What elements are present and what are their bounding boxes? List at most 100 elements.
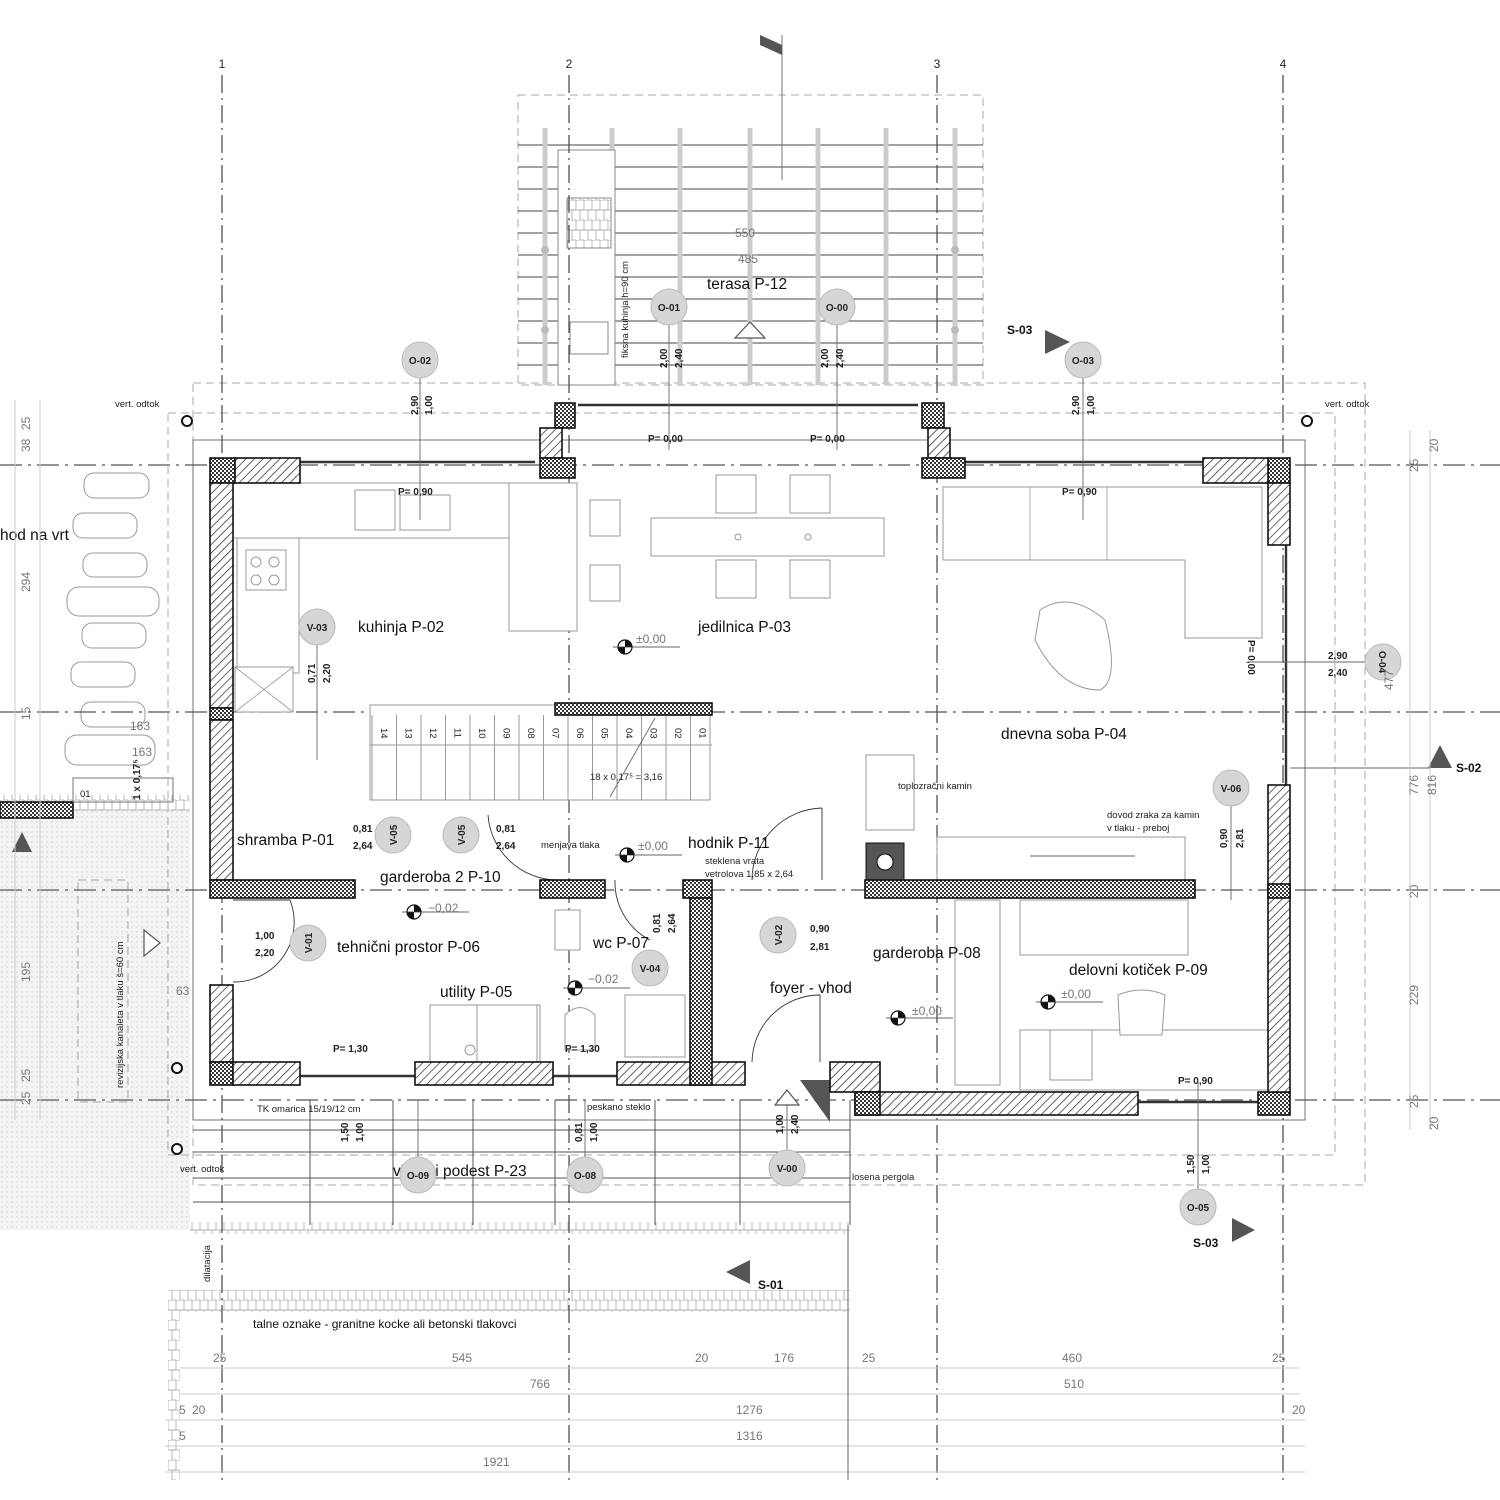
svg-text:2,40: 2,40 <box>835 348 846 368</box>
tag-v-06: V-06 <box>1212 769 1250 807</box>
stair-formula: 18 x 0,17⁵ = 3,16 <box>590 772 662 783</box>
room-label-hodnik: hodnik P-11 <box>688 835 770 852</box>
doors <box>232 807 830 1122</box>
svg-text:2,40: 2,40 <box>674 348 685 368</box>
svg-text:O-05: O-05 <box>1187 1203 1210 1214</box>
room-label-garderoba-2: garderoba 2 P-10 <box>380 869 501 886</box>
room-label-foyer: foyer - vhod <box>770 980 852 997</box>
tag-o-01: O-01 <box>650 288 688 326</box>
tag-leaders <box>316 325 1430 1189</box>
svg-text:V-03: V-03 <box>307 623 328 634</box>
svg-text:2,00: 2,00 <box>820 348 831 368</box>
note-drain-2: vert. odtok <box>1325 399 1370 410</box>
svg-text:O-01: O-01 <box>658 303 681 314</box>
svg-text:O-04: O-04 <box>1376 651 1387 674</box>
north-flag-icon <box>760 35 782 55</box>
svg-text:0,81: 0,81 <box>652 913 663 933</box>
svg-text:1,00: 1,00 <box>255 931 275 942</box>
svg-text:1,00: 1,00 <box>775 1114 786 1134</box>
svg-text:V-02: V-02 <box>774 924 785 945</box>
svg-text:25: 25 <box>19 1091 33 1105</box>
stair-step-number: 02 <box>672 728 683 739</box>
stair-step-number: 11 <box>452 728 463 738</box>
svg-text:2,81: 2,81 <box>1235 828 1246 848</box>
svg-text:20: 20 <box>192 1403 206 1417</box>
svg-text:5: 5 <box>179 1403 186 1417</box>
note-drain-3: vert. odtok <box>180 1164 225 1175</box>
entrance-deck <box>193 1100 851 1225</box>
tag-o-04: O-04 <box>1364 643 1402 681</box>
stair-step-number: 06 <box>574 728 585 739</box>
opening-dimensions: 2,90 1,00 2,00 2,40 2,00 2,40 2,90 1,00 … <box>255 348 1348 1174</box>
note-fireplace: toplozračni kamin <box>898 781 972 792</box>
axis-label-3: 3 <box>934 57 941 71</box>
note-sandblasted-glass: peskano steklo <box>587 1102 650 1113</box>
svg-text:2,40: 2,40 <box>790 1114 801 1134</box>
tag-o-08: O-08 <box>566 1156 604 1194</box>
svg-text:20: 20 <box>1407 884 1421 898</box>
note-floor-change: menjava tlaka <box>541 840 600 851</box>
svg-text:1,00: 1,00 <box>589 1122 600 1142</box>
svg-text:O-00: O-00 <box>826 303 849 314</box>
dimension-texts: 550 485 25 38 294 15 163 163 195 25 25 6… <box>19 226 1441 1469</box>
svg-text:176: 176 <box>774 1351 794 1365</box>
svg-text:1,50: 1,50 <box>1186 1154 1197 1174</box>
tag-v-00: V-00 <box>768 1149 806 1187</box>
tag-v-05-a: V-05 <box>374 816 412 854</box>
svg-text:2,64: 2,64 <box>667 913 678 933</box>
terrace-deck <box>517 94 984 386</box>
stair-step-number: 07 <box>550 728 561 739</box>
svg-text:25: 25 <box>862 1351 876 1365</box>
section-s-02: S-02 <box>1456 761 1482 775</box>
note-channel: revizijska kanaleta v tlaku š=60 cm <box>115 941 126 1088</box>
room-label-vhod-na-vrt: hod na vrt <box>0 527 70 544</box>
drain-icons <box>171 415 1313 1155</box>
svg-text:V-04: V-04 <box>640 964 661 975</box>
tag-v-02: V-02 <box>759 916 797 954</box>
level-wardrobe: ±0,00 <box>912 1004 942 1018</box>
svg-text:2,90: 2,90 <box>1071 395 1082 415</box>
room-label-terasa: terasa P-12 <box>707 276 787 293</box>
stair-box-label: 01 <box>80 789 91 800</box>
level-wc: −0,02 <box>588 972 619 986</box>
svg-text:O-02: O-02 <box>409 356 432 367</box>
tag-o-03: O-03 <box>1064 341 1102 379</box>
svg-text:0,81: 0,81 <box>496 824 516 835</box>
paving-strip <box>168 1290 850 1312</box>
note-drain-1: vert. odtok <box>115 399 160 410</box>
furniture <box>232 474 1269 1091</box>
svg-text:O-08: O-08 <box>574 1171 597 1182</box>
stair-step-number: 03 <box>648 728 659 739</box>
note-glass-door-1: steklena vrata <box>705 856 765 867</box>
note-pergola: losena pergola <box>852 1172 915 1183</box>
svg-text:0,81: 0,81 <box>353 824 373 835</box>
svg-text:1,00: 1,00 <box>1086 395 1097 415</box>
note-air-supply-2: v tlaku - preboj <box>1107 823 1169 834</box>
section-arrow-icon <box>1045 330 1070 354</box>
svg-text:163: 163 <box>130 719 150 733</box>
opening-tags: O-02 O-01 O-00 O-03 O-04 V-03 V-05 V-05 … <box>289 288 1402 1226</box>
stair-step-number: 05 <box>599 728 610 739</box>
svg-text:20: 20 <box>1427 438 1441 452</box>
parapet-east: P= 0,00 <box>1245 640 1256 675</box>
paving-strip-side <box>168 1290 180 1480</box>
room-label-jedilnica: jedilnica P-03 <box>697 619 791 636</box>
parapet-terrace-1: P= 0,00 <box>648 434 683 445</box>
section-markers: S-03 S-02 S-03 S-01 <box>12 35 1482 1292</box>
note-paving: talne oznake - granitne kocke ali betons… <box>253 1317 516 1331</box>
svg-text:510: 510 <box>1064 1377 1084 1391</box>
section-arrow-icon <box>726 1260 750 1284</box>
svg-text:1316: 1316 <box>736 1429 763 1443</box>
tag-o-02: O-02 <box>401 341 439 379</box>
svg-text:V-00: V-00 <box>777 1164 798 1175</box>
left-terrace-wall <box>0 801 74 819</box>
parapet-technical: P= 1,30 <box>333 1044 368 1055</box>
tag-v-01: V-01 <box>289 924 327 962</box>
svg-text:0,71: 0,71 <box>307 663 318 683</box>
stepping-stones <box>64 472 160 766</box>
svg-text:1,00: 1,00 <box>355 1122 366 1142</box>
parapet-work: P= 0,90 <box>1178 1076 1213 1087</box>
svg-text:0,81: 0,81 <box>574 1122 585 1142</box>
